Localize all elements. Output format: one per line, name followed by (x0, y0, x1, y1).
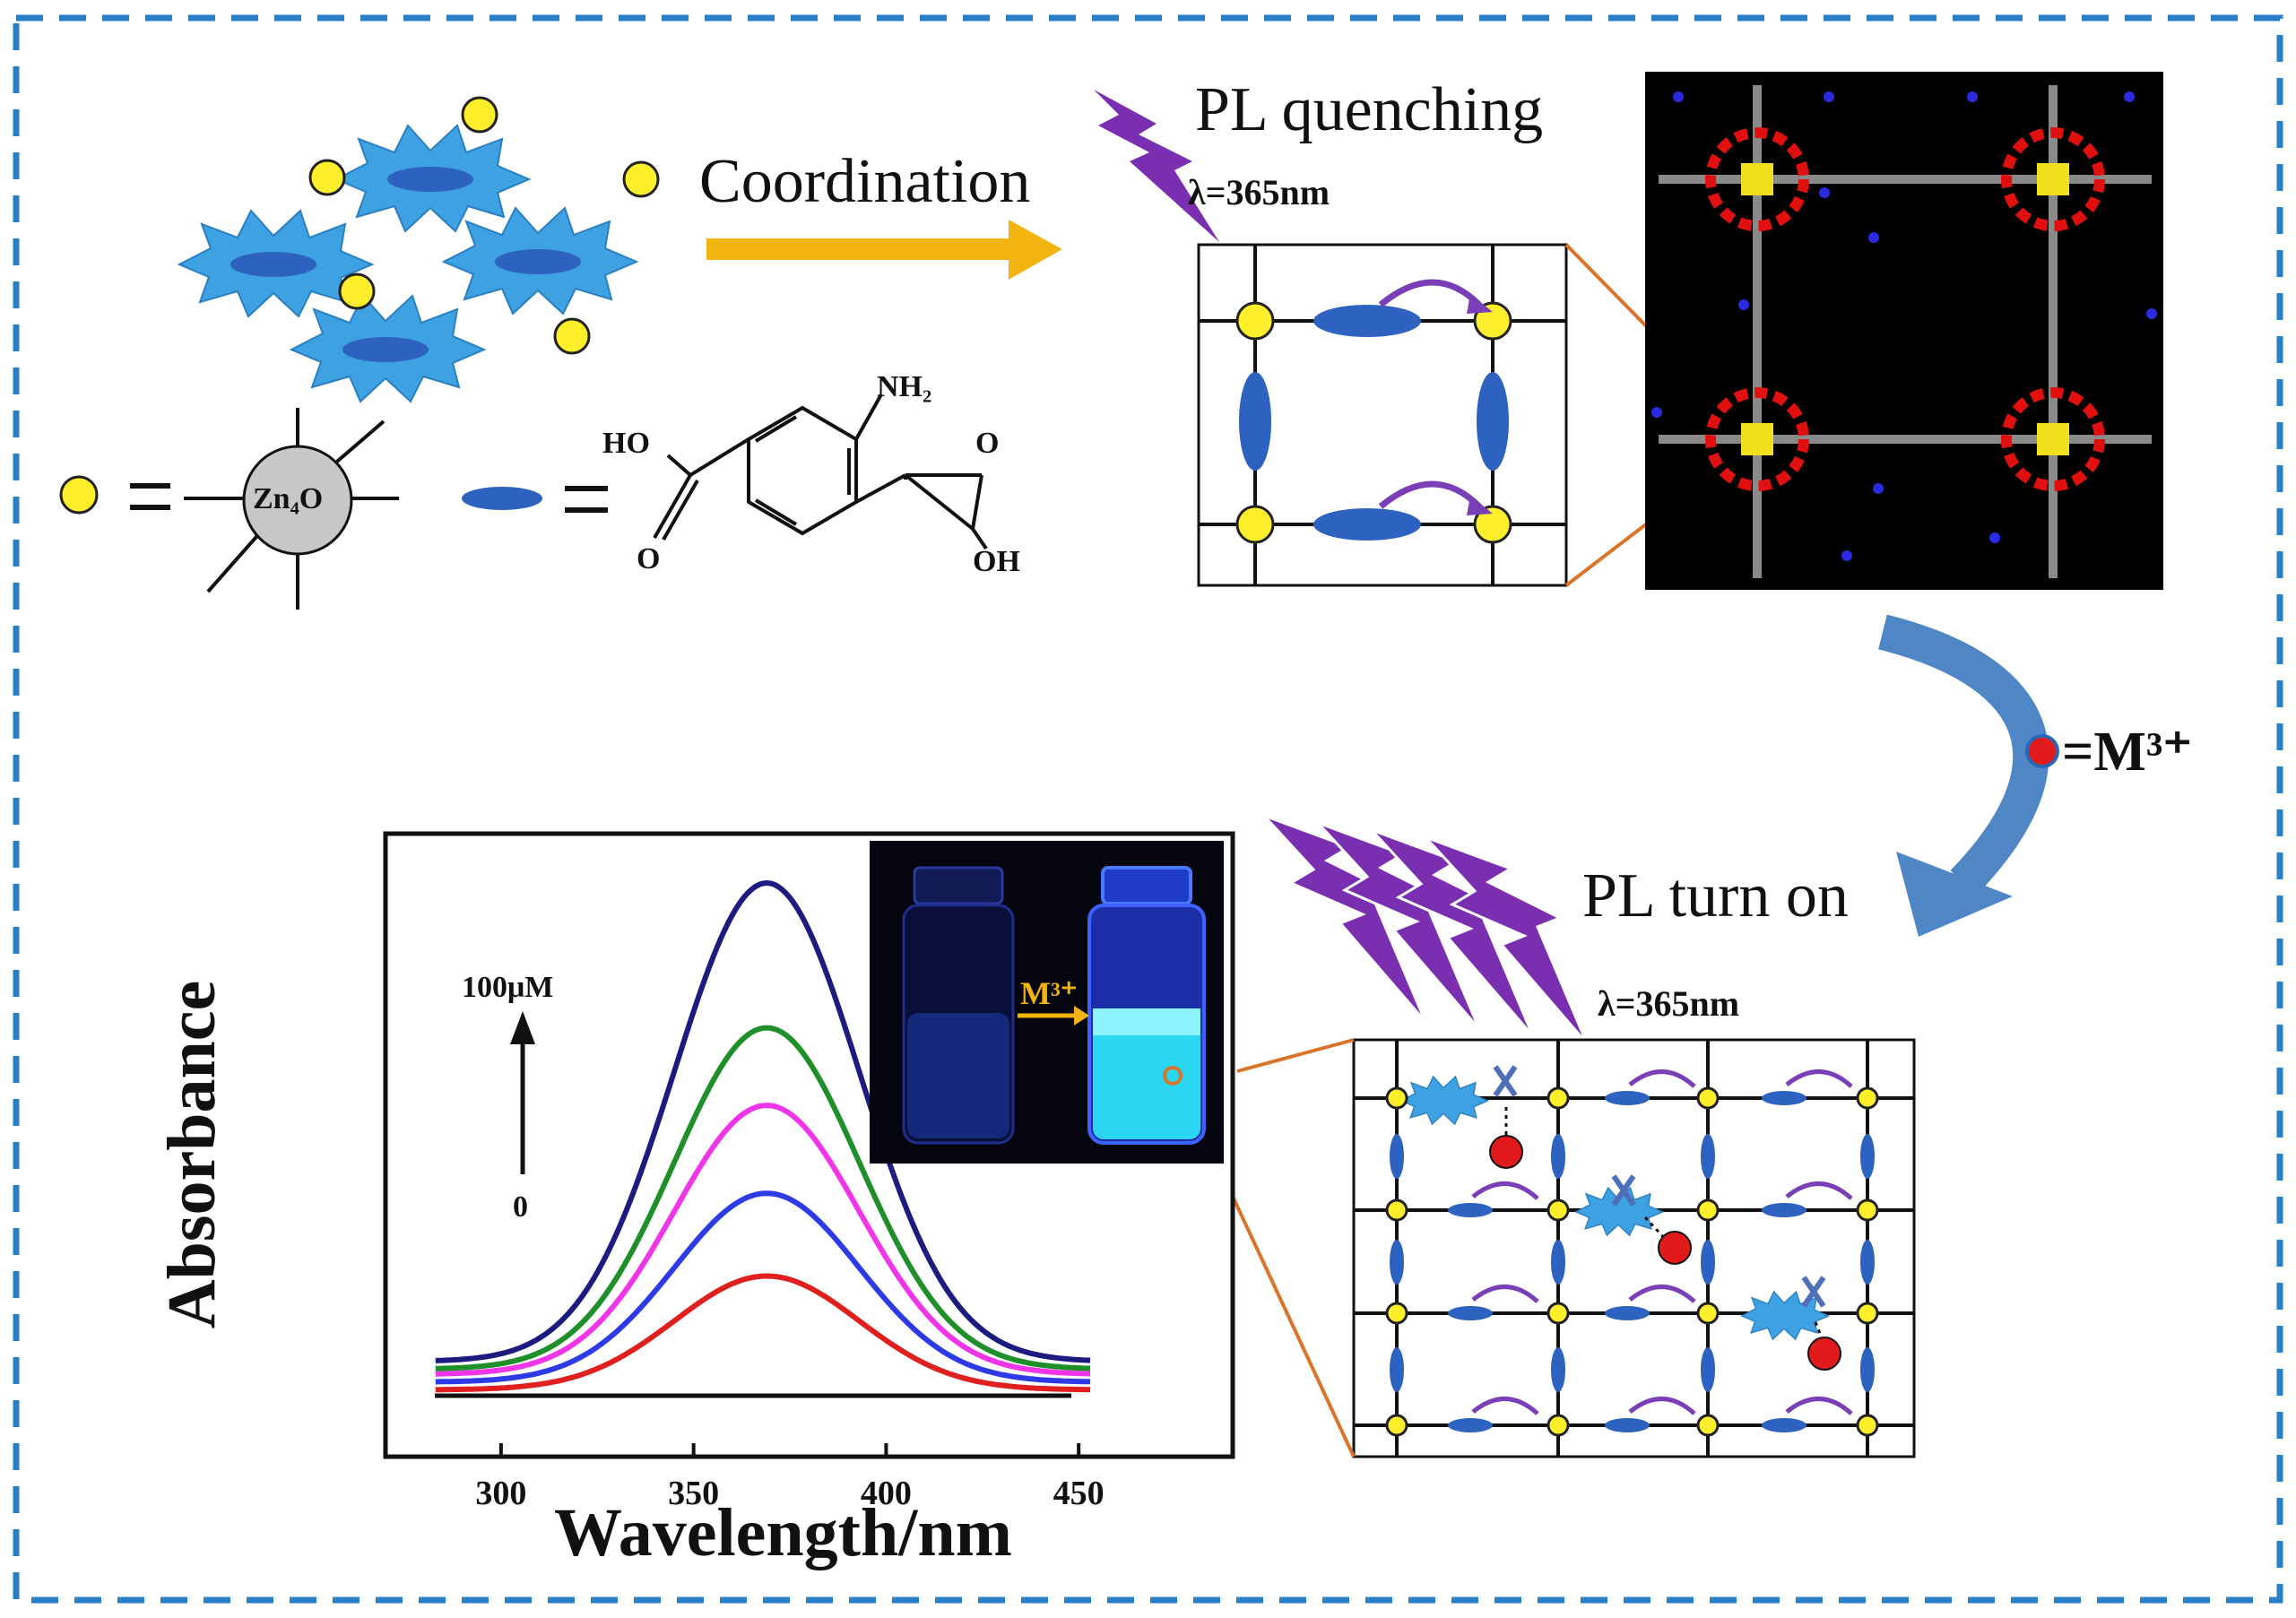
framework-turn-on (1352, 1038, 1916, 1458)
excitation-wavelength-label: λ=365nm (1598, 983, 1740, 1024)
zn-node (1235, 505, 1275, 544)
bound-linker-stars (1399, 1075, 1831, 1341)
absorbance-series-3 (435, 1103, 1091, 1377)
zn4o-label: Zn₄O (253, 482, 324, 515)
metal-ion-legend-dot (2025, 734, 2059, 768)
y-axis-title: Absorbance (154, 980, 230, 1329)
linker-ellipse (1477, 372, 1509, 471)
dashed-border (13, 14, 2283, 1604)
zn-node (1235, 301, 1275, 341)
metal-ion (1658, 1231, 1692, 1265)
linker-ellipse (1313, 305, 1421, 337)
zn4o-cluster (242, 445, 353, 556)
excitation-bolts (1262, 814, 1589, 1044)
vial-arrow (1018, 1006, 1089, 1025)
energy-transfer-arrow (1378, 279, 1482, 307)
zn-node (59, 475, 99, 515)
framework-quenched (1197, 243, 1568, 587)
linker-star (441, 206, 639, 316)
x-axis-title: Wavelength/nm (554, 1495, 1012, 1570)
zn-node (553, 317, 591, 355)
zoom-line (1236, 1038, 1355, 1073)
metal-ion-legend: =M³⁺ (2062, 722, 2193, 783)
oh-label: OH (973, 545, 1020, 578)
linker-star (334, 124, 532, 233)
carbonyl-o-label: O (975, 427, 1000, 460)
vial-photo-inset (870, 841, 1224, 1164)
energy-transfer-arrow (1378, 480, 1482, 509)
absorbance-series-1 (435, 1273, 1091, 1393)
aminoterephthalic-acid-structure (653, 394, 988, 550)
concentration-min-label: 0 (513, 1190, 528, 1224)
metal-ion (1489, 1135, 1523, 1169)
nh2-label: NH₂ (877, 370, 932, 403)
curved-arrow (1878, 614, 2049, 937)
x-tick-label: 400 (861, 1475, 912, 1512)
x-tick-label: 300 (475, 1475, 526, 1512)
linker-ellipse (1239, 372, 1271, 471)
linker-star (177, 209, 375, 318)
concentration-arrow (510, 1011, 535, 1174)
zn-node (461, 96, 498, 134)
excitation-wavelength-label: λ=365nm (1188, 172, 1330, 212)
concentration-max-label: 100μM (462, 971, 554, 1004)
absorbance-series-2 (435, 1190, 1091, 1385)
pl-quenching-label: PL quenching (1195, 75, 1544, 144)
zn-node (622, 160, 660, 198)
vial-metal (1087, 866, 1206, 1145)
coordination-label: Coordination (699, 147, 1031, 216)
vial-arrow-label: M³⁺ (1020, 975, 1078, 1011)
x-tick-label: 350 (668, 1475, 719, 1512)
node-legend (59, 408, 399, 610)
linker-star (289, 294, 487, 403)
linker-ellipse (1313, 508, 1421, 541)
carbonyl-o-label: O (637, 542, 661, 575)
crystal-structure-image (1645, 72, 2163, 590)
absorbance-chart: 300 350 400 450 (383, 831, 1235, 1512)
absorbance-series-4 (435, 1025, 1091, 1371)
pl-turn-on-label: PL turn on (1582, 861, 1849, 930)
excitation-bolt (1094, 90, 1219, 242)
ho-label: HO (602, 427, 650, 460)
precursor-cluster (177, 96, 660, 403)
metal-ion (1807, 1337, 1841, 1371)
zn-node (308, 159, 346, 196)
linker-ellipse (462, 487, 542, 510)
zn-cluster-model (1705, 127, 2105, 491)
vial-blank (902, 866, 1015, 1145)
zn-node (338, 273, 376, 310)
absorbance-series-5 (435, 879, 1091, 1363)
linker-legend (462, 394, 988, 550)
x-tick-label: 450 (1053, 1475, 1105, 1512)
coordination-arrow (706, 220, 1062, 280)
zn-node (1473, 505, 1512, 544)
